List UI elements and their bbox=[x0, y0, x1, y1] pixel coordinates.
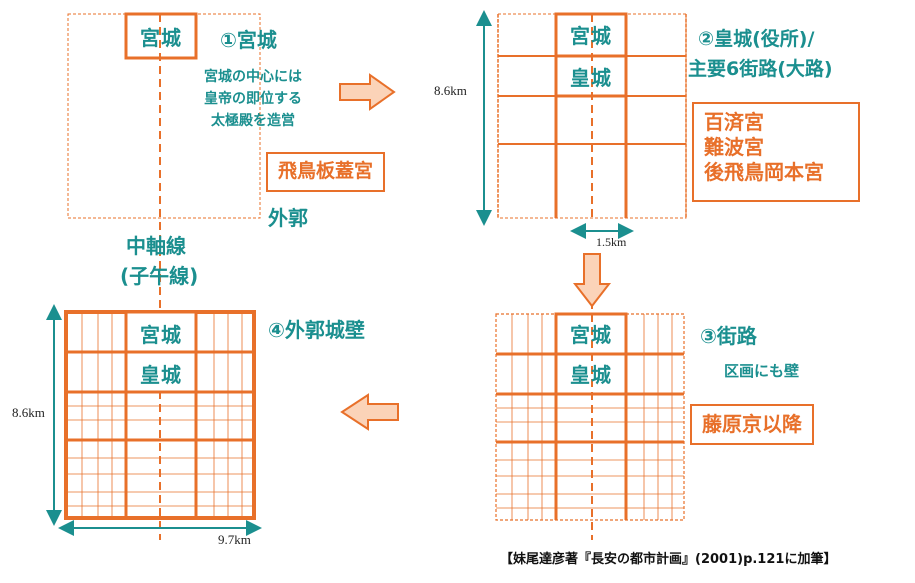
panel1-miyagi-label: 宮城 bbox=[140, 25, 182, 50]
step1-note-line1: 宮城の中心には bbox=[204, 69, 302, 85]
step1-note-line3: 太極殿を造営 bbox=[211, 113, 295, 129]
panel3-miyagi-label: 宮城 bbox=[570, 322, 612, 347]
step2-height-label: 8.6km bbox=[434, 83, 467, 98]
step4-width-label: 9.7km bbox=[218, 532, 251, 547]
panel3-grid bbox=[495, 312, 685, 521]
step3-note: 区画にも壁 bbox=[724, 362, 800, 380]
step1-palace-box: 飛鳥板蓋宮 bbox=[266, 152, 386, 192]
step3-title: ③街路 bbox=[700, 324, 757, 348]
panel4-koujou-label: 皇城 bbox=[140, 362, 182, 387]
step3-palace-text: 藤原京以降 bbox=[702, 412, 802, 436]
panel4-grid bbox=[64, 310, 256, 520]
panel4-koujou-box bbox=[124, 350, 198, 394]
step1-palace-text: 飛鳥板蓋宮 bbox=[278, 160, 374, 182]
step2-title-line2: 主要6街路(大路) bbox=[688, 58, 833, 80]
step1-title: ①宮城 bbox=[220, 28, 277, 52]
step4-height-label: 8.6km bbox=[12, 405, 45, 420]
step2-width-label: 1.5km bbox=[596, 235, 627, 249]
step2-palace-3: 後飛鳥岡本宮 bbox=[704, 160, 824, 184]
panel2-miyagi-label: 宮城 bbox=[570, 23, 612, 48]
step4-title: ④外郭城壁 bbox=[268, 318, 365, 342]
step2-palace-2: 難波宮 bbox=[704, 135, 764, 159]
arrow-right-step1-to-2 bbox=[339, 73, 396, 111]
step1-note-line2: 皇帝の即位する bbox=[204, 91, 302, 107]
panel3-koujou-label: 皇城 bbox=[570, 362, 612, 387]
source-citation: 【妹尾達彦著『長安の都市計画』(2001)p.121に加筆】 bbox=[500, 552, 837, 567]
step2-title-line1: ②皇城(役所)/ bbox=[698, 28, 815, 50]
axis-label-line2: (子午線) bbox=[120, 264, 199, 288]
axis-label-line1: 中軸線 bbox=[126, 234, 186, 258]
panel2-koujou-label: 皇城 bbox=[570, 65, 612, 90]
step2-palace-box: 百済宮 難波宮 後飛鳥岡本宮 bbox=[692, 102, 860, 202]
step2-palace-1: 百済宮 bbox=[704, 110, 764, 134]
arrow-left-step3-to-4 bbox=[340, 393, 399, 431]
panel3-outer bbox=[495, 313, 685, 521]
panel4-miyagi-label: 宮城 bbox=[140, 322, 182, 347]
outer-label: 外郭 bbox=[268, 206, 308, 230]
arrow-down-step2-to-3 bbox=[572, 253, 612, 308]
step3-palace-box: 藤原京以降 bbox=[690, 404, 814, 445]
